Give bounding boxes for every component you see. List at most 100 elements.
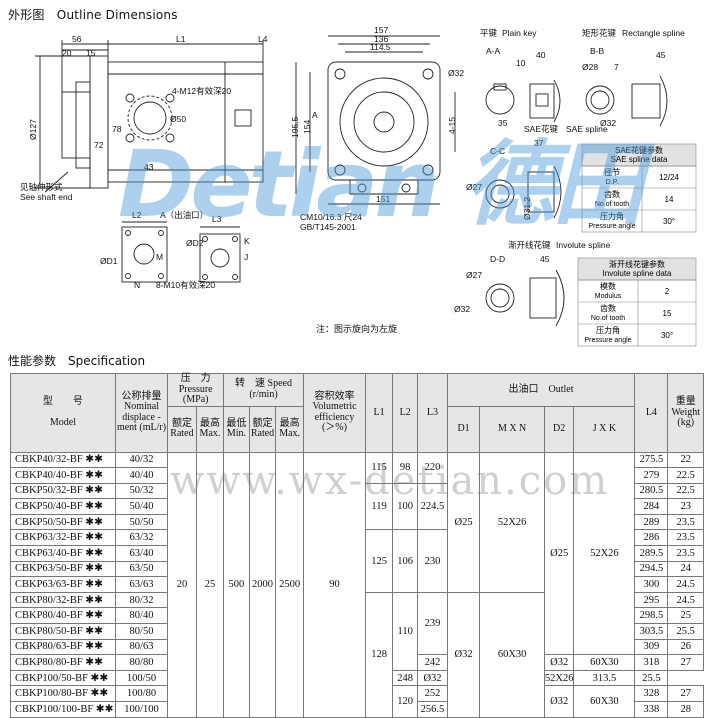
port-view-b (199, 233, 241, 283)
mxn-cell: 52X26 (479, 451, 545, 593)
svg-text:齿数: 齿数 (600, 303, 616, 313)
disp-cell: 80/32 (114, 591, 169, 609)
sae-spline-section (485, 179, 515, 209)
model-cell: CBKP50/32-BF ✱✱ (10, 482, 116, 500)
jxk-cell: 52X26 (543, 669, 575, 687)
th-p-rated: 额定 Rated (167, 405, 197, 453)
d2-cell: Ø32 (543, 685, 575, 718)
pk-aa: A-A (486, 46, 501, 56)
dim-78: 78 (112, 124, 122, 134)
model-cell: CBKP63/40-BF ✱✱ (10, 545, 116, 562)
weight-cell: 28 (667, 701, 704, 718)
svg-text:14: 14 (665, 195, 674, 204)
l4-cell: 313.5 (573, 669, 636, 687)
is-32: Ø32 (454, 304, 470, 314)
l2-cell: 106 (392, 529, 419, 593)
weight-cell: 27 (667, 654, 704, 671)
rs-28: Ø28 (582, 62, 598, 72)
shaft-cn: 见轴伸形式 (20, 182, 63, 192)
th-outlet: 出油口 Outlet (446, 373, 636, 407)
svg-text:模数: 模数 (600, 281, 616, 291)
rect-spline-shaft (631, 83, 661, 119)
l1-cell: 115 (365, 451, 394, 484)
port-thread: 8-M10有效深20 (156, 280, 215, 290)
dim-72: 72 (94, 140, 104, 150)
svg-text:No.of tooth: No.of tooth (591, 315, 625, 322)
th-l2: L2 (392, 373, 419, 453)
model-cell: CBKP50/40-BF ✱✱ (10, 498, 116, 515)
pump-flange (89, 55, 109, 189)
front-1145: 114.5 (370, 42, 391, 52)
th-speed: 转 速 Speed (r/min) (223, 373, 304, 407)
l4-cell: 284 (634, 498, 669, 515)
weight-cell: 25 (667, 607, 704, 625)
ss-37: 37 (534, 138, 544, 148)
port-l3: L3 (212, 214, 222, 224)
dim-l4: L4 (258, 34, 268, 44)
th-p-max: 最高 Max. (195, 405, 225, 453)
max-pressure: 25 (195, 451, 225, 718)
front-gb: GB/T145-2001 (300, 222, 356, 232)
l4-cell: 300 (634, 576, 669, 593)
involute-spline-section (485, 283, 515, 313)
model-cell: CBKP40/32-BF ✱✱ (10, 451, 116, 469)
l1-cell: 119 (365, 482, 394, 531)
l4-cell: 338 (634, 701, 669, 718)
l2-cell: 100 (392, 482, 419, 531)
rs-7: 7 (614, 62, 619, 72)
port-l2: L2 (132, 210, 142, 220)
port-a: A（出油口） (160, 210, 208, 220)
rs-45: 45 (656, 50, 666, 60)
front-151: 151 (376, 194, 390, 204)
ss-312: Ø31.2 (522, 197, 532, 220)
is-45: 45 (540, 254, 550, 264)
front-spline: CM10/16.3 尺24 (300, 212, 362, 222)
front-154: 154 (302, 120, 312, 134)
weight-cell: 22 (667, 451, 704, 469)
outline-heading: 外形图 Outline Dimensions (8, 8, 178, 22)
d2-cell: Ø32 (543, 654, 575, 671)
involute-spline-shaft (529, 277, 557, 319)
weight-cell: 23 (667, 498, 704, 515)
l3-cell: 242 (417, 654, 448, 671)
dim-56: 56 (72, 34, 82, 44)
disp-cell: 80/80 (114, 654, 169, 671)
model-cell: CBKP100/80-BF ✱✱ (10, 685, 116, 702)
model-cell: CBKP80/32-BF ✱✱ (10, 591, 116, 609)
rated-speed: 2000 (248, 451, 277, 718)
weight-cell: 22.5 (667, 482, 704, 500)
dim-43: 43 (144, 162, 154, 172)
th-vol: 容积效率 Volumetric efficiency (＞%) (302, 373, 367, 453)
weight-cell: 26 (667, 638, 704, 656)
l3-cell: 230 (417, 529, 448, 593)
d1-cell: Ø25 (446, 451, 481, 593)
l3-cell: 239 (417, 591, 448, 656)
d1-cell: Ø32 (446, 591, 481, 718)
spec-heading: 性能参数 Specification (8, 354, 146, 368)
dim-15: 15 (86, 48, 96, 58)
th-pressure: 压 力 Pressure (MPa) (167, 373, 225, 407)
outline-drawing: 56 20 15 L1 L4 Ø127 72 78 43 Ø50 4-M12有效… (20, 25, 697, 347)
svg-text:Modulus: Modulus (595, 293, 622, 300)
l3-cell: 224.5 (417, 482, 448, 531)
ss-en: SAE spline (566, 124, 608, 134)
vol-eff: 90 (302, 451, 367, 718)
sae-data-table: SAE花键参数 SAE spline data 径节 D.P. 12/24 齿数… (581, 143, 697, 233)
model-cell: CBKP63/32-BF ✱✱ (10, 529, 116, 547)
l1-cell: 125 (365, 529, 394, 593)
svg-text:Involute spline data: Involute spline data (603, 269, 672, 278)
jxk-cell: 52X26 (573, 451, 636, 656)
disp-cell: 63/63 (114, 576, 169, 593)
disp-cell: 40/40 (114, 467, 169, 484)
d2-cell: Ø25 (543, 451, 575, 656)
weight-cell: 24.5 (667, 576, 704, 593)
plain-key-shaft (529, 83, 555, 119)
port-view-a (121, 226, 168, 283)
disp-cell: 100/80 (114, 685, 169, 702)
dim-20: 20 (62, 48, 72, 58)
weight-cell: 22.5 (667, 467, 704, 484)
is-en: Involute spline (556, 240, 611, 250)
svg-text:12/24: 12/24 (659, 173, 680, 182)
